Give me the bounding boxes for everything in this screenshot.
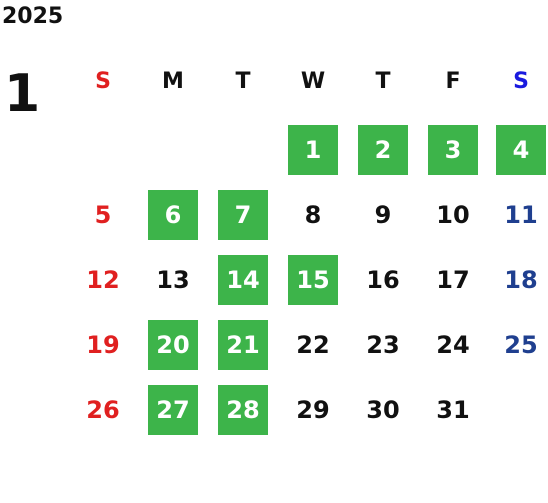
day-cell-saturday[interactable]: 4 — [496, 125, 546, 175]
weekday-header-row: S M T W T F S — [0, 56, 548, 106]
day-cell-monday[interactable]: 13 — [156, 266, 190, 294]
weekday-thursday: T — [375, 68, 391, 94]
day-cell-wednesday[interactable]: 15 — [288, 255, 338, 305]
day-cell-tuesday[interactable]: 28 — [218, 385, 268, 435]
month-label: 1 — [4, 64, 41, 124]
day-cell-thursday[interactable]: 9 — [374, 201, 392, 229]
day-cell-wednesday[interactable]: 22 — [296, 331, 330, 359]
day-cell-wednesday[interactable]: 29 — [296, 396, 330, 424]
day-cell-sunday[interactable]: 5 — [94, 201, 112, 229]
day-cell-thursday[interactable]: 30 — [366, 396, 400, 424]
day-cell-monday[interactable]: 6 — [148, 190, 198, 240]
day-cell-thursday[interactable]: 2 — [358, 125, 408, 175]
day-cell-sunday[interactable]: 19 — [86, 331, 120, 359]
week-row: 26 27 28 29 30 31 — [0, 385, 548, 435]
day-cell-tuesday[interactable]: 7 — [218, 190, 268, 240]
day-cell-friday[interactable]: 3 — [428, 125, 478, 175]
day-cell-monday[interactable]: 20 — [148, 320, 198, 370]
day-cell-friday[interactable]: 31 — [436, 396, 470, 424]
day-cell-thursday[interactable]: 16 — [366, 266, 400, 294]
day-cell-friday[interactable]: 10 — [436, 201, 470, 229]
day-cell-saturday[interactable]: 11 — [504, 201, 538, 229]
empty-day-cell — [496, 385, 546, 435]
weekday-tuesday: T — [235, 68, 251, 94]
day-cell-wednesday[interactable]: 8 — [304, 201, 322, 229]
week-row: 12 13 14 15 16 17 18 — [0, 255, 548, 305]
day-cell-tuesday[interactable]: 21 — [218, 320, 268, 370]
day-cell-friday[interactable]: 24 — [436, 331, 470, 359]
day-cell-monday[interactable]: 27 — [148, 385, 198, 435]
day-cell-sunday[interactable]: 26 — [86, 396, 120, 424]
weekday-saturday: S — [513, 68, 529, 94]
day-cell-thursday[interactable]: 23 — [366, 331, 400, 359]
empty-day-cell — [148, 125, 198, 175]
day-cell-friday[interactable]: 17 — [436, 266, 470, 294]
weekday-wednesday: W — [300, 68, 326, 94]
weekday-sunday: S — [95, 68, 111, 94]
year-label: 2025 — [2, 4, 64, 29]
day-cell-tuesday[interactable]: 14 — [218, 255, 268, 305]
day-cell-saturday[interactable]: 25 — [504, 331, 538, 359]
day-cell-saturday[interactable]: 18 — [504, 266, 538, 294]
weekday-monday: M — [162, 68, 184, 94]
empty-day-cell — [78, 125, 128, 175]
day-cell-sunday[interactable]: 12 — [86, 266, 120, 294]
day-cell-wednesday[interactable]: 1 — [288, 125, 338, 175]
week-row: 19 20 21 22 23 24 25 — [0, 320, 548, 370]
weekday-friday: F — [445, 68, 461, 94]
empty-day-cell — [218, 125, 268, 175]
